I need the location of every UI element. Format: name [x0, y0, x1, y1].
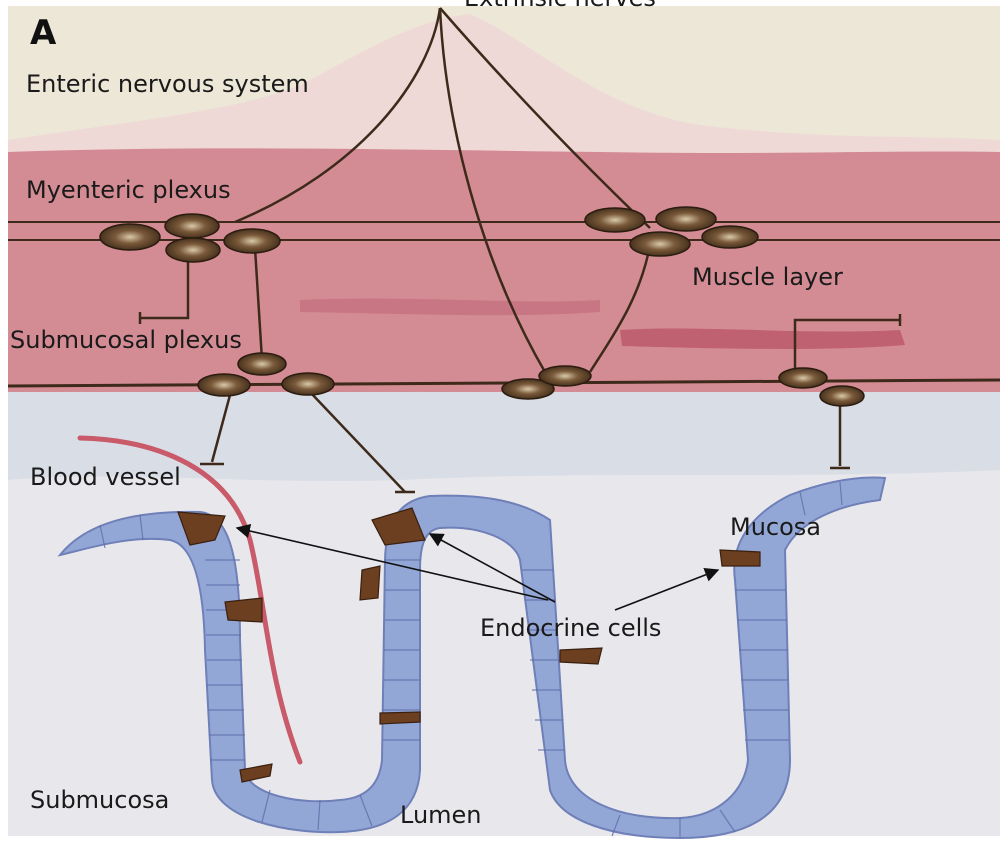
label-myenteric-plexus: Myenteric plexus [26, 178, 231, 202]
muscle-layer-dark-streak [620, 329, 905, 349]
label-lumen: Lumen [400, 803, 482, 827]
label-submucosa: Submucosa [30, 788, 169, 812]
label-blood-vessel: Blood vessel [30, 465, 181, 489]
label-endocrine-cells: Endocrine cells [480, 616, 661, 640]
label-enteric-nervous-system: Enteric nervous system [26, 72, 309, 96]
label-muscle-layer: Muscle layer [692, 265, 843, 289]
panel-letter: A [30, 16, 56, 50]
label-extrinsic-nerves: Extrinsic nerves [464, 0, 656, 10]
label-submucosal-plexus: Submucosal plexus [10, 328, 242, 352]
label-mucosa: Mucosa [730, 515, 821, 539]
